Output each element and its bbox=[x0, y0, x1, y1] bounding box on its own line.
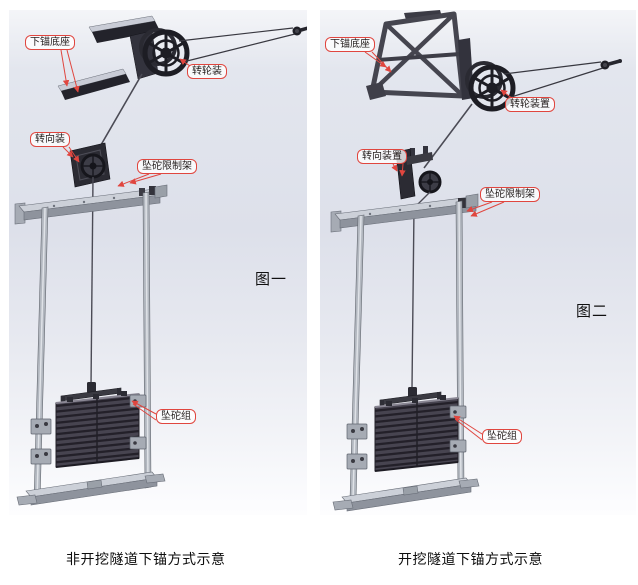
callout-leader-lines bbox=[60, 49, 191, 421]
callout-turning-device: 转向装 bbox=[30, 132, 70, 147]
wheel-device bbox=[139, 28, 190, 77]
anchor-base-upper-plate bbox=[92, 21, 160, 43]
limit-frame-block bbox=[149, 186, 156, 195]
bottom-rail bbox=[332, 477, 480, 512]
weight-stack bbox=[55, 391, 140, 468]
figure1-panel: 下锚底座 转轮装 转向装 坠砣限制架 坠砣组 图一 bbox=[9, 10, 307, 515]
anchor-wire bbox=[178, 27, 296, 63]
guide-pulley bbox=[600, 59, 622, 70]
figure2-caption: 开挖隧道下锚方式示意 bbox=[398, 553, 543, 568]
wire-rope-vertical bbox=[90, 176, 94, 388]
figure2-drawing bbox=[330, 10, 622, 512]
callout-anchor-base: 下锚底座 bbox=[25, 35, 75, 50]
top-crossbeam bbox=[14, 184, 168, 225]
weight-stack bbox=[374, 395, 459, 472]
figure1-tag: 图一 bbox=[255, 272, 288, 288]
callout-wheel-device: 转轮装置 bbox=[505, 97, 555, 112]
post-bracket bbox=[346, 405, 467, 470]
post-bracket bbox=[30, 394, 147, 465]
callout-weight-limit-frame: 坠砣限制架 bbox=[480, 187, 540, 202]
limit-frame-block bbox=[139, 188, 145, 196]
figure1-caption: 非开挖隧道下锚方式示意 bbox=[66, 553, 226, 568]
anchor-base-truss bbox=[366, 10, 474, 100]
turning-device bbox=[69, 142, 111, 188]
callout-turning-device: 转向装置 bbox=[357, 149, 407, 164]
callout-weight-group: 坠砣组 bbox=[482, 429, 522, 444]
wire-rope-vertical bbox=[411, 191, 431, 389]
callout-leader-lines bbox=[364, 51, 514, 441]
wheel-device bbox=[465, 61, 516, 112]
weight-hanger bbox=[60, 382, 122, 405]
wire-rope-upper bbox=[93, 73, 143, 158]
guide-pulley bbox=[292, 26, 307, 36]
anchor-wire bbox=[503, 61, 604, 99]
callout-wheel-device: 转轮装 bbox=[187, 64, 227, 79]
anchor-base-lower-plate bbox=[61, 74, 130, 100]
weight-hanger bbox=[379, 387, 442, 409]
figure2-panel: 下锚底座 转轮装置 转向装置 坠砣限制架 坠砣组 图二 bbox=[320, 10, 636, 515]
callout-weight-limit-frame: 坠砣限制架 bbox=[137, 159, 197, 174]
callout-weight-group: 坠砣组 bbox=[156, 409, 196, 424]
bottom-rail bbox=[16, 471, 166, 506]
callout-anchor-base: 下锚底座 bbox=[325, 37, 375, 52]
figure2-tag: 图二 bbox=[576, 304, 609, 320]
figure1-drawing bbox=[14, 15, 307, 506]
